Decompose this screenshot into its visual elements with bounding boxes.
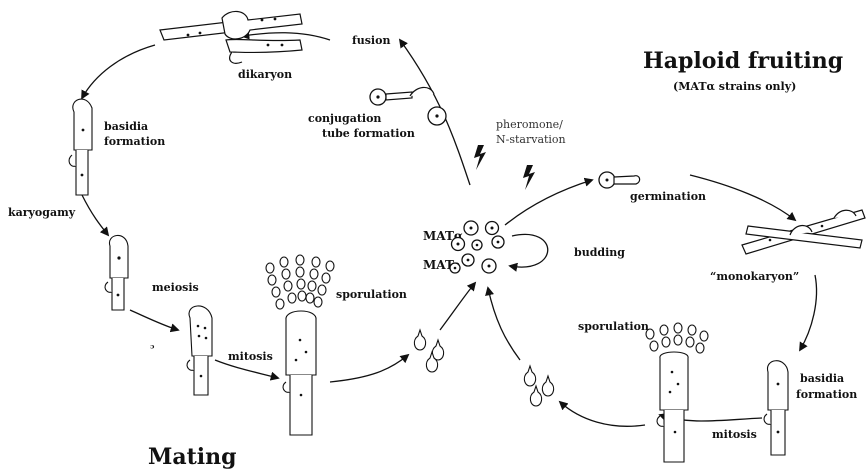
- mating-title: Mating: [148, 444, 237, 470]
- haploid-fruiting-subtitle: (MATα strains only): [673, 80, 796, 93]
- basidium-right: [764, 361, 788, 455]
- mitosis-right-label: mitosis: [712, 428, 757, 441]
- spores-right: [524, 366, 553, 406]
- sporulation-left-label: sporulation: [336, 288, 407, 301]
- arrow-karyogamy: [82, 195, 108, 235]
- arrow-to-basidia: [82, 45, 155, 98]
- meiosis-cell: [187, 306, 212, 395]
- haploid-fruiting-title: Haploid fruiting: [643, 48, 843, 74]
- pheromone-label-line2: N-starvation: [496, 133, 566, 146]
- sporulation-basidium-left: [266, 255, 334, 435]
- conjugation-label-line1: conjugation: [308, 112, 381, 125]
- budding-label: budding: [574, 246, 625, 259]
- sporulation-right-label: sporulation: [578, 320, 649, 333]
- arrow-spores-to-yeast: [440, 283, 475, 330]
- basidium-left: [69, 99, 92, 195]
- lightning-bolt-icon: [474, 145, 486, 170]
- basidia-formation-label-line1: basidia: [104, 120, 148, 133]
- dikaryon-label: dikaryon: [238, 68, 292, 81]
- lightning-bolt-icon: [523, 165, 535, 190]
- stray-mark: ᵓ: [150, 342, 155, 355]
- arrow-budding: [510, 234, 548, 267]
- karyogamy-label: karyogamy: [8, 206, 76, 219]
- karyogamy-cell: [105, 235, 128, 310]
- arrow-to-spores-left: [330, 355, 408, 382]
- meiosis-label: meiosis: [152, 281, 199, 294]
- dikaryon-hyphae: [160, 11, 302, 63]
- arrow-meiosis: [130, 310, 178, 330]
- monokaryon-hyphae: [742, 210, 865, 254]
- germination-label: germination: [630, 190, 706, 203]
- arrow-spores-right-to-yeast: [488, 288, 520, 360]
- basidia-right-label-line2: formation: [796, 388, 857, 401]
- arrow-to-basidia-right: [800, 275, 817, 350]
- basidia-formation-label-line2: formation: [104, 135, 165, 148]
- sporulation-basidium-right: [646, 323, 708, 462]
- monokaryon-label: “monokaryon”: [710, 270, 799, 283]
- fusion-label: fusion: [352, 34, 390, 47]
- germinating-cell: [599, 172, 640, 188]
- basidia-right-label-line1: basidia: [800, 372, 844, 385]
- arrow-fusion-to-dikaryon: [242, 33, 330, 40]
- spores-left: [414, 330, 443, 372]
- conjugation-label-line2: tube formation: [322, 127, 415, 140]
- mitosis-left-label: mitosis: [228, 350, 273, 363]
- arrow-to-spores-right: [560, 402, 645, 426]
- pheromone-label-line1: pheromone/: [496, 118, 563, 131]
- arrow-to-germination: [505, 180, 592, 225]
